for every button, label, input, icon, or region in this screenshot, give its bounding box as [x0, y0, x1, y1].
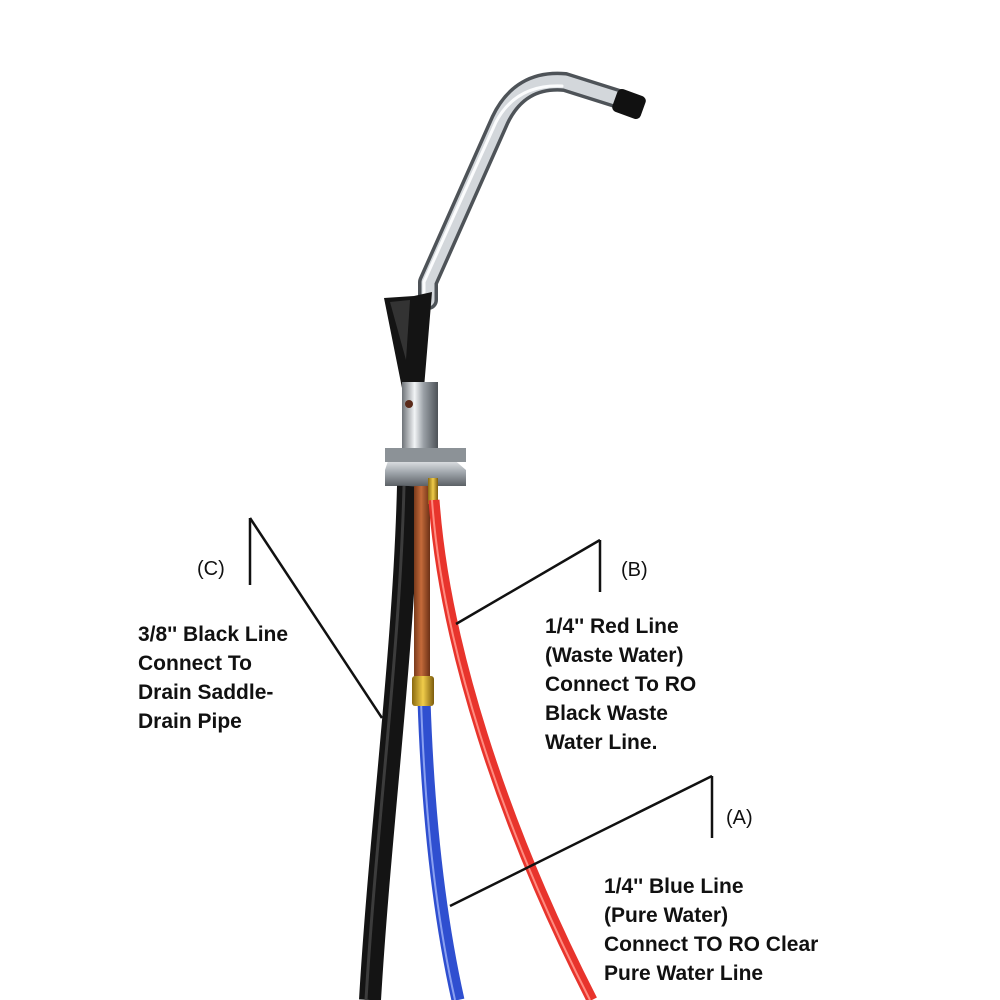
callout-c-line: Drain Saddle-: [138, 681, 274, 704]
leader-c-pointer: [248, 517, 384, 719]
faucet-body: [385, 382, 466, 486]
blue-pure-water-line: [417, 699, 465, 1000]
brass-fitting: [412, 676, 434, 706]
callout-b-line: Black Waste: [545, 702, 668, 725]
callout-b-line: (Waste Water): [545, 644, 684, 667]
callout-c-line: Drain Pipe: [138, 710, 242, 733]
callout-a-tag: (A): [726, 807, 753, 829]
callout-a-line: Connect TO RO Clear: [604, 933, 819, 956]
leader-a-pointer: [449, 774, 713, 908]
faucet-spout: [418, 71, 632, 310]
callout-c-tag: (C): [197, 558, 225, 580]
callout-b-tag: (B): [621, 559, 648, 581]
callout-c-label: 3/8'' Black Line Connect To Drain Saddle…: [138, 620, 288, 736]
callout-a-line: Pure Water Line: [604, 962, 764, 985]
spout-tip-cap: [612, 89, 646, 119]
callout-c-line: Connect To: [138, 652, 252, 675]
leader-b-pointer: [455, 538, 601, 626]
callout-b-line: 1/4'' Red Line: [545, 615, 679, 638]
callout-a-label: 1/4'' Blue Line (Pure Water) Connect TO …: [604, 872, 818, 988]
black-drain-line: [359, 485, 419, 1000]
leader-lines: [248, 517, 714, 908]
callout-b-line: Connect To RO: [545, 673, 697, 696]
callout-a-line: (Pure Water): [604, 904, 729, 927]
callout-a-line: 1/4'' Blue Line: [604, 875, 744, 898]
callout-c-line: 3/8'' Black Line: [138, 623, 289, 646]
red-waste-water-line: [428, 499, 597, 1000]
faucet-lever-handle: [384, 292, 432, 388]
callout-b-line: Water Line.: [545, 731, 658, 754]
copper-shank: [414, 478, 438, 682]
callout-b-label: 1/4'' Red Line (Waste Water) Connect To …: [545, 612, 696, 757]
